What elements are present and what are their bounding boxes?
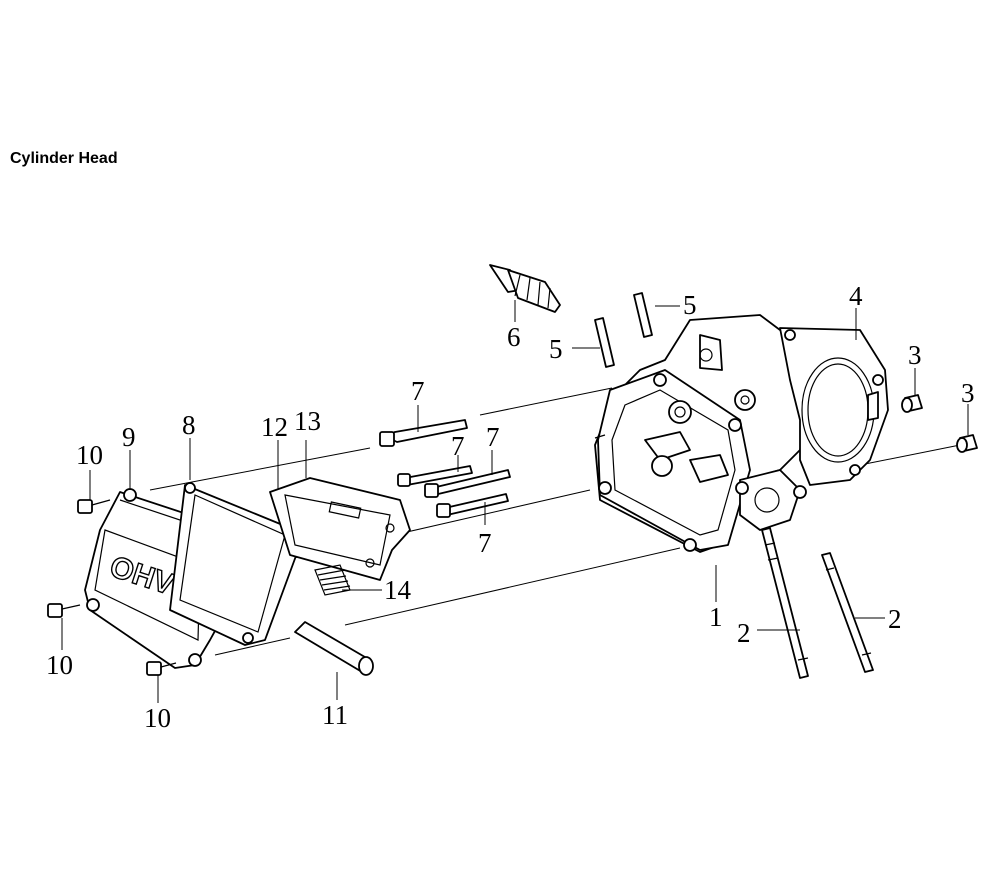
callout-7c: 7	[486, 422, 500, 452]
screws	[47, 499, 177, 676]
studs	[761, 527, 874, 679]
callout-3a: 3	[908, 340, 922, 370]
spark-plug	[489, 264, 561, 313]
leader-lines	[61, 300, 969, 703]
page-title: Cylinder Head	[10, 150, 118, 167]
callout-10a: 10	[76, 440, 103, 470]
callout-12: 12	[261, 412, 288, 442]
breather-plate	[269, 477, 411, 581]
callout-9: 9	[122, 422, 136, 452]
callout-14: 14	[384, 575, 412, 605]
callout-11: 11	[322, 700, 348, 730]
callout-labels: 1 2 2 3 3 4 5 5 6 7 7 7 7 8 9 10 10 10 1…	[46, 281, 975, 733]
callout-8: 8	[182, 410, 196, 440]
callout-2b: 2	[888, 604, 902, 634]
callout-10b: 10	[46, 650, 73, 680]
callout-13: 13	[294, 406, 321, 436]
callout-2a: 2	[737, 618, 751, 648]
dowel-pins	[901, 394, 978, 453]
callout-10c: 10	[144, 703, 171, 733]
callout-3b: 3	[961, 378, 975, 408]
callout-5b: 5	[683, 290, 697, 320]
bolts	[379, 419, 511, 518]
callout-1: 1	[709, 602, 723, 632]
callout-5a: 5	[549, 334, 563, 364]
short-studs	[594, 292, 653, 368]
callout-7b: 7	[451, 431, 465, 461]
head-gasket	[779, 327, 889, 486]
callout-7d: 7	[478, 528, 492, 558]
callout-6: 6	[507, 322, 521, 352]
cylinder-head	[594, 314, 811, 553]
callout-4: 4	[849, 281, 863, 311]
callout-7a: 7	[411, 376, 425, 406]
breather-tube	[294, 621, 374, 676]
